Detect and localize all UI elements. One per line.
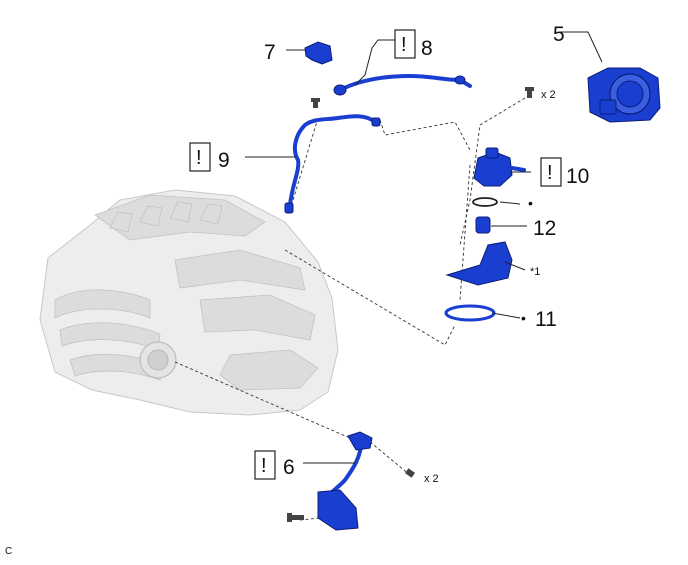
callout-7: 7 (264, 41, 276, 64)
warning-box-6 (254, 450, 276, 480)
callout-5: 5 (553, 23, 565, 46)
quantity-label-top: x 2 (541, 89, 556, 101)
callout-10: 10 (566, 165, 589, 188)
part-11-gasket (444, 304, 496, 322)
warning-box-8 (394, 29, 416, 59)
engine-illustration (39, 189, 339, 416)
part-6-hose (317, 431, 373, 531)
part-7-bracket (304, 41, 333, 65)
bolt-6-upper (405, 468, 415, 478)
part-12-lifter (475, 216, 491, 234)
o-ring (472, 197, 498, 207)
leader-lines (245, 31, 603, 464)
dot-marker-oring: • (528, 195, 533, 211)
part-8-hose (333, 74, 472, 96)
callout-8: 8 (421, 37, 433, 60)
corner-label: C (5, 546, 12, 557)
note-marker-1: *1 (530, 266, 540, 278)
bolt-6-lower (287, 513, 304, 522)
bolt-9 (311, 98, 320, 108)
part-10-pump (473, 147, 526, 187)
bolt-10 (525, 87, 534, 98)
callout-9: 9 (218, 149, 230, 172)
warning-box-10 (540, 157, 562, 187)
dot-marker-11: • (521, 310, 526, 326)
callout-11: 11 (535, 308, 557, 331)
warning-icon-10: ! (547, 162, 553, 184)
quantity-label-bottom: x 2 (424, 473, 439, 485)
part-5-throttle-body (587, 67, 661, 123)
callout-12: 12 (533, 217, 556, 240)
callout-6: 6 (283, 456, 295, 479)
part-9-hose (284, 114, 381, 214)
warning-icon-9: ! (196, 147, 202, 169)
warning-icon-6: ! (261, 455, 267, 477)
part-note1-bracket (445, 241, 513, 286)
warning-icon-8: ! (401, 34, 407, 56)
warning-box-9 (189, 142, 211, 172)
